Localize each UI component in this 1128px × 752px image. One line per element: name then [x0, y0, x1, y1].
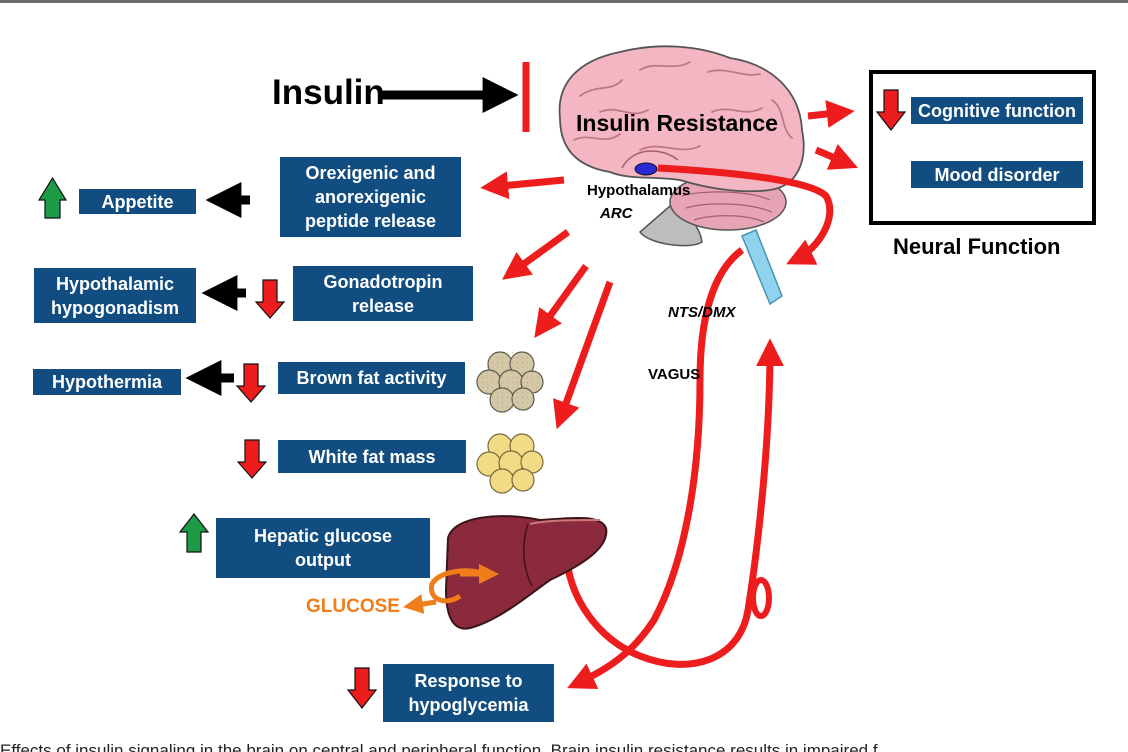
hypothermia-box: Hypothermia — [33, 369, 181, 395]
mood-disorder-box: Mood disorder — [911, 161, 1083, 188]
white-fat-mass-box: White fat mass — [278, 440, 466, 473]
down-arrow-red-icon — [346, 667, 378, 709]
brown-fat-cells-illustration — [476, 351, 544, 413]
neural-function-title: Neural Function — [893, 234, 1061, 259]
neural-function-frame — [869, 70, 1096, 225]
red-effect-arrows — [480, 100, 859, 689]
down-arrow-red-icon — [254, 279, 286, 319]
vagus-label: VAGUS — [648, 366, 701, 383]
brainstem-nts-illustration — [741, 229, 783, 306]
up-arrow-green-icon — [37, 176, 68, 219]
glucose-output-arrow — [403, 564, 500, 614]
down-arrow-red-icon — [235, 363, 267, 403]
indicator-arrows — [37, 89, 907, 709]
top-border — [0, 0, 1128, 3]
white-fat-cells-illustration — [476, 433, 544, 494]
gonadotropin-release-box: Gonadotropin release — [293, 266, 473, 321]
down-arrow-red-icon — [236, 439, 268, 479]
nts-dmx-label: NTS/DMX — [668, 304, 736, 321]
black-outcome-arrows — [185, 182, 250, 396]
hypoglycemia-response-box: Response to hypoglycemia — [383, 664, 554, 722]
brain-illustration — [558, 45, 805, 247]
figure-caption: Effects of insulin signaling in the brai… — [0, 741, 878, 752]
arc-label: ARC — [600, 205, 633, 222]
brown-fat-activity-box: Brown fat activity — [278, 362, 465, 394]
down-arrow-red-icon — [875, 89, 907, 131]
liver-illustration — [444, 515, 608, 630]
insulin-inhibition-arrow — [380, 62, 530, 132]
vagus-loop — [750, 577, 772, 619]
insulin-resistance-label: Insulin Resistance — [576, 110, 778, 136]
glucose-label: GLUCOSE — [306, 596, 400, 617]
hypogonadism-box: Hypothalamic hypogonadism — [34, 268, 196, 323]
insulin-label: Insulin — [272, 73, 385, 112]
hypothalamus-label: Hypothalamus — [587, 182, 691, 199]
cognitive-function-box: Cognitive function — [911, 97, 1083, 124]
hepatic-glucose-output-box: Hepatic glucose output — [216, 518, 430, 578]
up-arrow-green-icon — [178, 513, 210, 553]
orexigenic-peptide-box: Orexigenic and anorexigenic peptide rele… — [280, 157, 461, 237]
appetite-box: Appetite — [79, 189, 196, 214]
